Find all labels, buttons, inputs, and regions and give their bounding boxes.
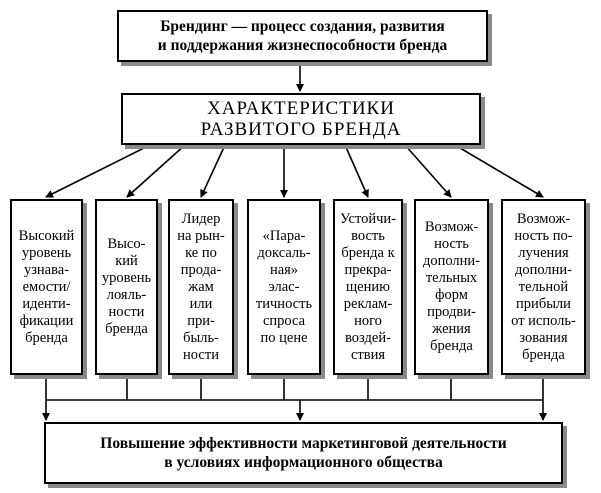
characteristic-text: Возмож- ность по- лучения дополни- тельн…	[511, 210, 576, 363]
marketing-efficiency-text: Повышение эффективности маркетинговой де…	[100, 435, 507, 471]
characteristic-text: Лидер на рын- ке по прода- жам или при- …	[177, 210, 225, 363]
characteristic-box-loyalty: Высо- кий уровень лояль- ности бренда	[95, 199, 158, 375]
characteristic-text: Высокий уровень узнава- емости/ иденти- …	[18, 227, 75, 346]
characteristic-box-market-leader: Лидер на рын- ке по прода- жам или при- …	[168, 199, 234, 375]
characteristic-text: Высо- кий уровень лояль- ности бренда	[101, 236, 152, 337]
branding-definition-text: Брендинг — процесс создания, развития и …	[157, 18, 448, 54]
characteristics-header-box: ХАРАКТЕРИСТИКИ РАЗВИТОГО БРЕНДА	[121, 93, 481, 145]
arrow-middle-to-box-7	[454, 144, 544, 198]
characteristic-box-price-elasticity: «Пара- доксаль- ная» элас- тичность спро…	[247, 199, 321, 375]
branding-definition-box: Брендинг — процесс создания, развития и …	[117, 10, 488, 62]
characteristic-text: Устойчи- вость бренда к прекра- щению ре…	[340, 210, 396, 363]
characteristic-box-ad-resilience: Устойчи- вость бренда к прекра- щению ре…	[333, 199, 403, 375]
characteristics-header-text: ХАРАКТЕРИСТИКИ РАЗВИТОГО БРЕНДА	[200, 98, 402, 140]
characteristic-box-recognition: Высокий уровень узнава- емости/ иденти- …	[10, 199, 83, 375]
arrow-middle-to-box-5	[344, 144, 369, 198]
characteristic-box-promotion-forms: Возмож- ность дополни- тельных форм прод…	[414, 199, 489, 375]
arrow-middle-to-box-1	[45, 144, 151, 198]
arrow-middle-to-box-2	[126, 144, 186, 198]
characteristic-box-additional-profit: Возмож- ность по- лучения дополни- тельн…	[501, 199, 586, 375]
arrow-middle-to-box-3	[200, 144, 226, 198]
marketing-efficiency-box: Повышение эффективности маркетинговой де…	[44, 422, 563, 484]
arrow-middle-to-box-6	[404, 144, 452, 198]
characteristic-text: Возмож- ность дополни- тельных форм прод…	[422, 219, 481, 354]
characteristic-text: «Пара- доксаль- ная» элас- тичность спро…	[255, 227, 313, 346]
